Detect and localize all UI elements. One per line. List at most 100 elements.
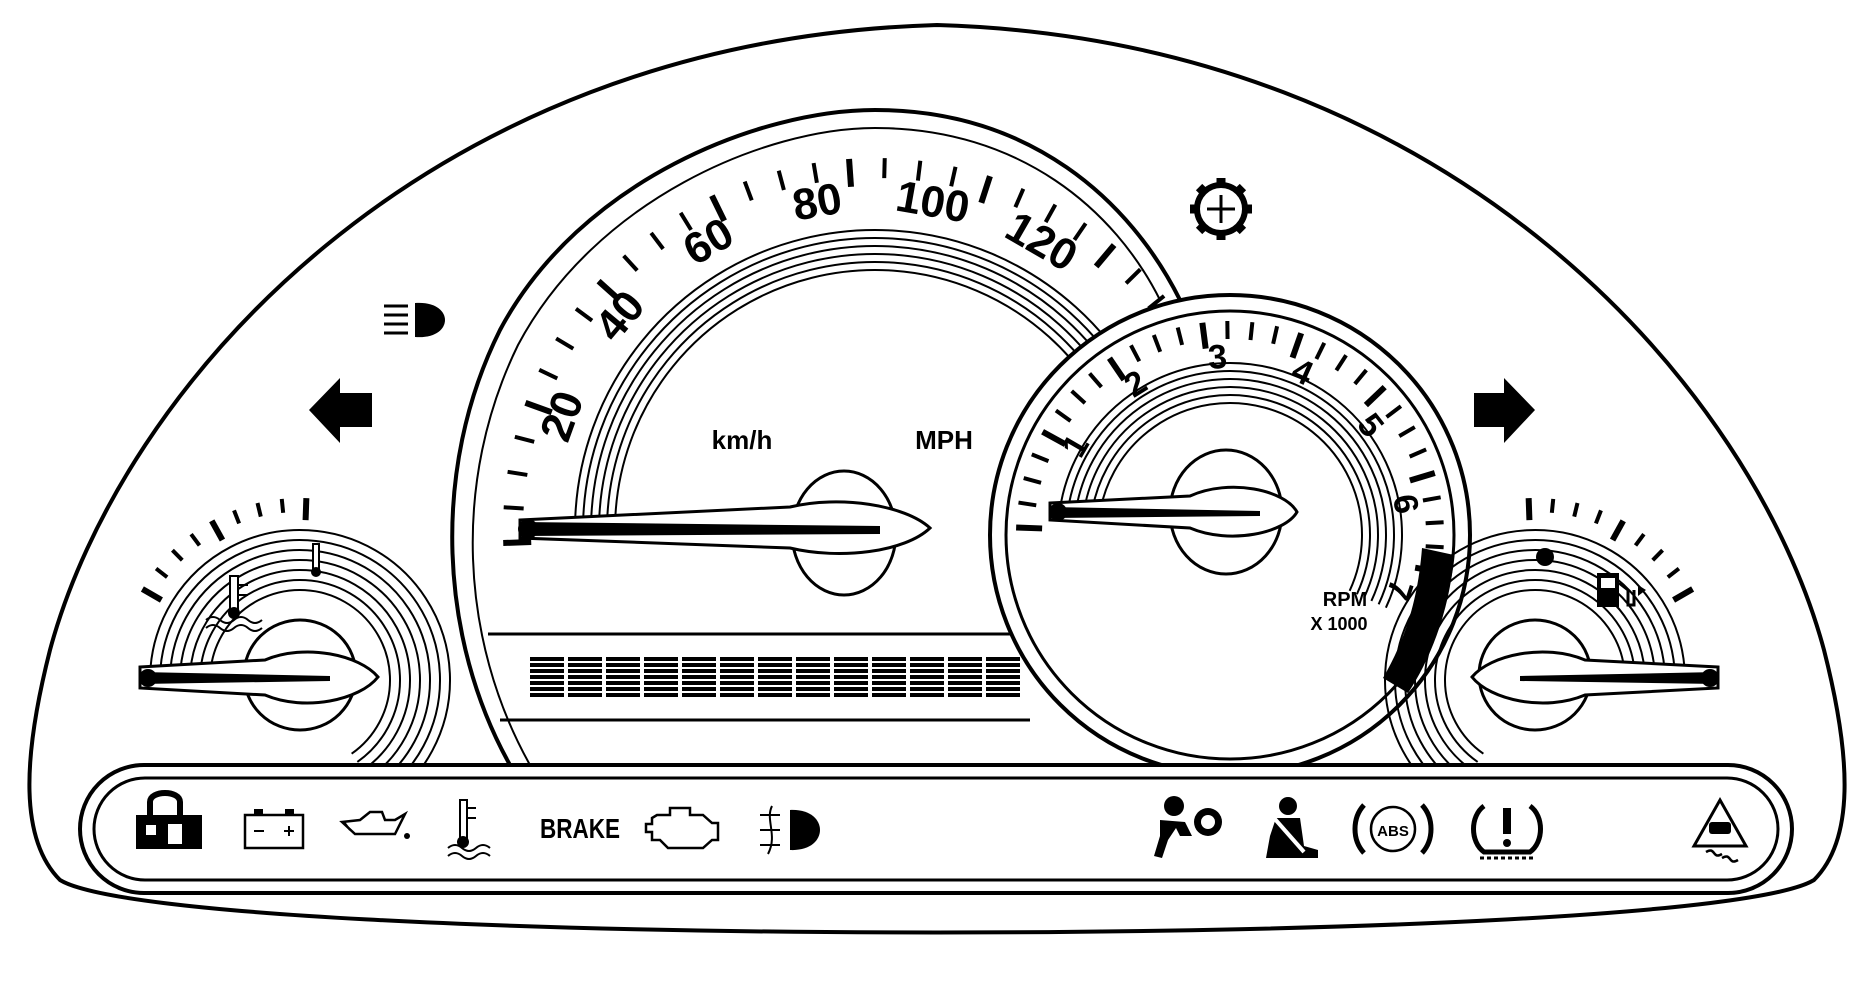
temperature-tick [140,586,163,603]
speedometer-tick [709,194,727,223]
tachometer-tick [1422,495,1442,503]
odometer-segment-row [872,663,906,667]
odometer-segment-row [910,675,944,679]
tachometer-tick [1363,384,1387,408]
odometer-segment-row [834,669,868,673]
speedometer-tick [742,180,754,201]
odometer-segment-row [948,693,982,697]
speedometer-tick [811,162,819,184]
odometer-display [488,632,1030,722]
tachometer-tick [1088,372,1103,389]
speedometer-label: 40 [586,282,655,351]
odometer-segment-row [758,681,792,685]
speedometer-tick [514,434,535,444]
odometer-segment-row [568,681,602,685]
fuel-tick [1609,519,1626,542]
tachometer-tick [1016,524,1043,532]
temperature-gauge [138,498,451,804]
fuel-tick [1666,566,1681,579]
tachometer-tick [1398,425,1416,438]
fuel-full-mark [1536,548,1554,566]
speedometer-tick [524,399,553,416]
fuel-tick [1633,532,1646,547]
speedometer-tick [503,505,524,511]
odometer-segment-row [644,693,678,697]
fog-lamp-icon [760,805,820,855]
odometer-segment-row [606,693,640,697]
odometer-segment-row [720,693,754,697]
odometer-segment-row [758,657,792,661]
odometer-segment-row [720,663,754,667]
odometer-segment-row [644,657,678,661]
tachometer-needle [1048,448,1299,576]
brake-warning-label: BRAKE [540,813,620,844]
temperature-tick [154,566,169,579]
high-beam-icon [384,302,445,338]
fuel-tick [1572,502,1580,518]
odometer-segment-row [872,675,906,679]
odometer-segment-row [986,693,1020,697]
odometer-segment-row [530,675,564,679]
odometer-segment-row [720,675,754,679]
tachometer-tick [1199,322,1209,349]
odometer-segment-row [644,687,678,691]
odometer-segments [530,657,1020,697]
odometer-segment-row [834,687,868,691]
odometer-segment-row [530,657,564,661]
odometer-segment-row [796,675,830,679]
odometer-segment-row [910,681,944,685]
odometer-segment-row [530,669,564,673]
temperature-tick [255,502,263,518]
odometer-segment-row [568,675,602,679]
odometer-segment-row [986,681,1020,685]
tachometer-tick [1408,447,1427,459]
odometer-segment-row [948,669,982,673]
speedometer-rings [574,229,1136,521]
odometer-segment-row [720,681,754,685]
speedometer-tick [978,175,993,204]
temperature-hot-mark [311,543,321,577]
tachometer-tick [1031,452,1050,463]
odometer-segment-row [606,675,640,679]
odometer-segment-row [758,687,792,691]
speedometer-tick [503,539,532,546]
speedometer-tick [1124,267,1142,285]
odometer-segment-row [568,693,602,697]
tachometer-tick [1425,544,1444,550]
odometer-segment-row [682,681,716,685]
tachometer-tick [1106,356,1127,382]
speedometer-tick [538,368,559,381]
speedometer-tick [1072,222,1088,242]
odometer-segment-row [644,675,678,679]
odometer-segment-row [872,657,906,661]
odometer-segment-row [986,675,1020,679]
odometer-segment-row [796,657,830,661]
odometer-segment-row [796,663,830,667]
coolant-warning-icon [447,799,491,860]
odometer-segment-row [720,669,754,673]
odometer-segment-row [796,693,830,697]
odometer-segment-row [530,687,564,691]
speedometer-label: 100 [892,172,973,233]
odometer-segment-row [834,663,868,667]
odometer-segment-row [948,675,982,679]
odometer-segment-row [682,657,716,661]
odometer-segment-row [568,687,602,691]
odometer-segment-row [986,687,1020,691]
tachometer-tick [1385,404,1403,419]
speedometer-tick [846,158,854,188]
odometer-segment-row [948,663,982,667]
odometer-segment-row [682,687,716,691]
speedometer-tick [574,307,594,323]
speedometer-tick [1013,188,1026,208]
speedometer-label: 20 [531,385,594,448]
tachometer-tick [1314,342,1327,360]
tachometer-rings [1057,362,1403,609]
tachometer-tick [1409,470,1436,484]
speedometer-label: 80 [789,174,846,231]
odometer-segment-row [948,681,982,685]
odometer-segment-row [606,657,640,661]
tachometer-tick [1129,344,1142,363]
tachometer-tick [1353,368,1368,386]
